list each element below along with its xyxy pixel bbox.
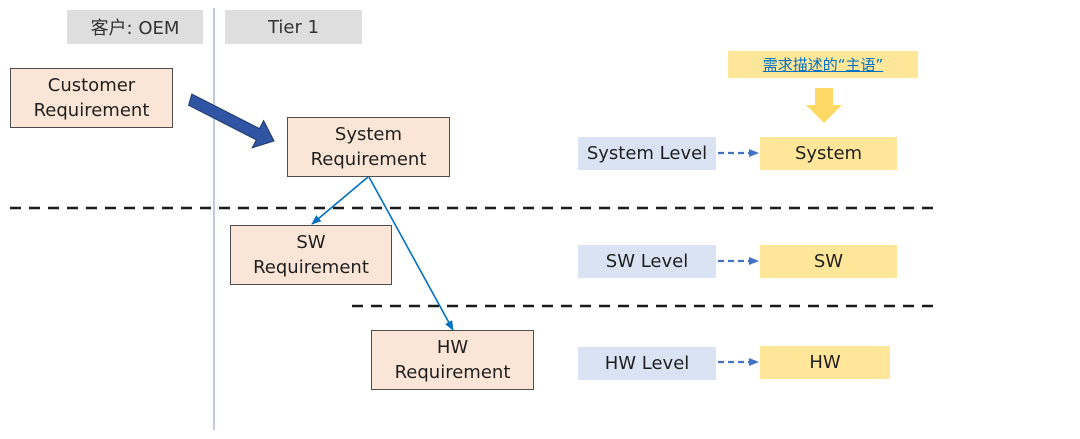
- hw-level-label: HW Level: [578, 347, 716, 380]
- customer-oem-header: 客户: OEM: [67, 10, 203, 44]
- system-to-hw-connector: [368, 176, 454, 331]
- hw-requirement-box: HW Requirement: [371, 330, 534, 390]
- customer-requirement-box: Customer Requirement: [10, 68, 173, 128]
- customer-to-system-arrow: [188, 93, 275, 149]
- system-subject-box: System: [760, 137, 897, 170]
- system-requirement-box: System Requirement: [287, 117, 450, 177]
- system-to-sw-connector: [311, 176, 369, 225]
- sw-requirement-box: SW Requirement: [230, 225, 392, 285]
- hw-subject-box: HW: [760, 346, 890, 379]
- system-level-label: System Level: [578, 137, 716, 170]
- sw-level-label: SW Level: [578, 245, 716, 278]
- callout-down-arrow: [806, 88, 842, 123]
- subject-callout: 需求描述的“主语”: [728, 51, 918, 78]
- tier1-header: Tier 1: [225, 10, 362, 44]
- sw-subject-box: SW: [760, 245, 897, 278]
